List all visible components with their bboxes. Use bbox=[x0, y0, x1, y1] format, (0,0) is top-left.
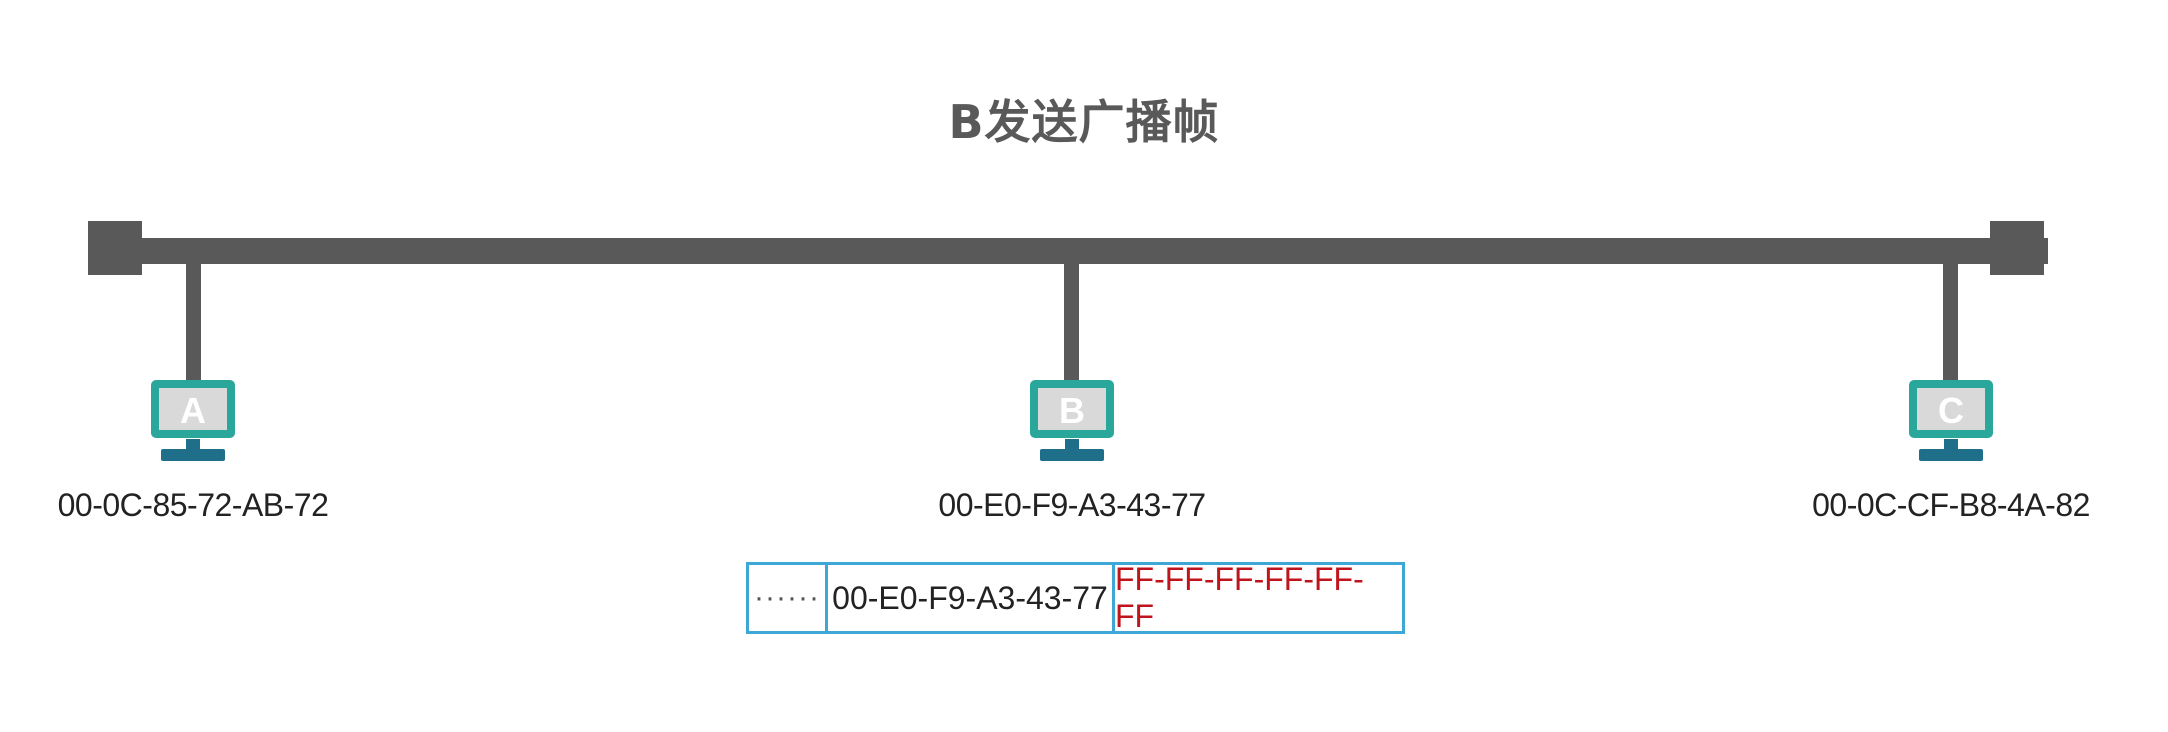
bus-terminator-left bbox=[88, 221, 142, 275]
bus-terminator-right bbox=[1990, 221, 2044, 275]
host-mac-c: 00-0C-CF-B8-4A-82 bbox=[1812, 487, 2090, 523]
frame-leading-field: ······ bbox=[754, 581, 820, 614]
computer-icon-b: B bbox=[1030, 380, 1114, 461]
host-label-b: B bbox=[1059, 390, 1085, 431]
host-label-c: C bbox=[1938, 390, 1964, 431]
broadcast-frame: ······ 00-E0-F9-A3-43-77 FF-FF-FF-FF-FF-… bbox=[746, 561, 1405, 634]
computer-icon-a: A bbox=[151, 380, 235, 461]
host-mac-b: 00-E0-F9-A3-43-77 bbox=[938, 487, 1206, 523]
drop-line-c bbox=[1943, 255, 1958, 380]
host-mac-a: 00-0C-85-72-AB-72 bbox=[57, 487, 329, 523]
drop-line-a bbox=[186, 255, 201, 380]
diagram-title: B发送广播帧 bbox=[948, 95, 1220, 149]
frame-source-mac: 00-E0-F9-A3-43-77 bbox=[825, 565, 1112, 631]
frame-destination-mac: FF-FF-FF-FF-FF-FF bbox=[1112, 561, 1402, 634]
computer-icon-c: C bbox=[1909, 380, 1993, 461]
drop-line-b bbox=[1064, 255, 1079, 380]
host-label-a: A bbox=[180, 390, 206, 431]
